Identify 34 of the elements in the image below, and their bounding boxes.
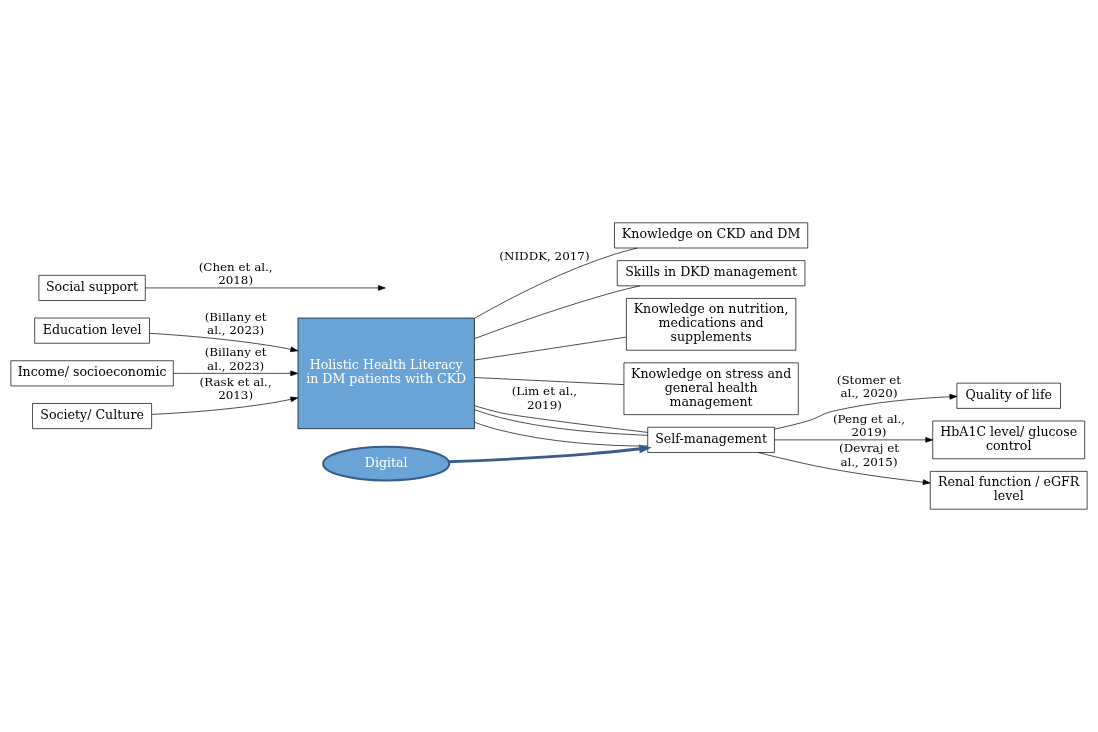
connector (474, 377, 625, 385)
arrow (774, 437, 934, 443)
node-box: HbA1C level/ glucose control (932, 420, 1086, 460)
node-box: Knowledge on stress and general health management (623, 362, 799, 416)
edge-label: (Billany et al., 2023) (204, 345, 267, 373)
arrow (757, 452, 931, 485)
edge-label: (Devraj et al., 2015) (839, 441, 899, 469)
node-box: Quality of life (956, 382, 1061, 409)
edge-label: (Lim et al., 2019) (511, 384, 578, 412)
edge-label: (Billany et al., 2023) (204, 309, 267, 337)
arrow (173, 370, 299, 377)
node-box: Society/ Culture (32, 403, 152, 430)
connector (474, 421, 649, 447)
node-box: Self-management (647, 426, 775, 453)
edge-label: (Chen et al., 2018) (198, 259, 273, 288)
edge-label: (Peng et al., 2019) (832, 411, 906, 440)
node-box: Skills in DKD management (616, 260, 806, 287)
node-box: Renal function / eGFR level (929, 471, 1088, 510)
edge-label: (Stomer et al., 2020) (836, 372, 902, 400)
node-box: Income/ socioeconomic (10, 360, 174, 387)
edge-label: (Rask et al., 2013) (199, 374, 272, 402)
arrow (145, 285, 386, 291)
node-box: Knowledge on nutrition, medications and supplements (626, 298, 797, 351)
node-box: Social support (38, 274, 146, 301)
node-box: Knowledge on CKD and DM (614, 222, 809, 249)
node-ellipse: Digital (322, 445, 451, 482)
arrow (448, 444, 652, 464)
arrow (149, 332, 299, 353)
node-box: Education level (34, 317, 150, 344)
edge-label: (NIDDK, 2017) (499, 249, 590, 264)
connector (474, 336, 627, 361)
node-box: Holistic Health Literacy in DM patients with CKD (297, 317, 475, 430)
arrow (774, 393, 958, 430)
arrow (151, 396, 299, 415)
